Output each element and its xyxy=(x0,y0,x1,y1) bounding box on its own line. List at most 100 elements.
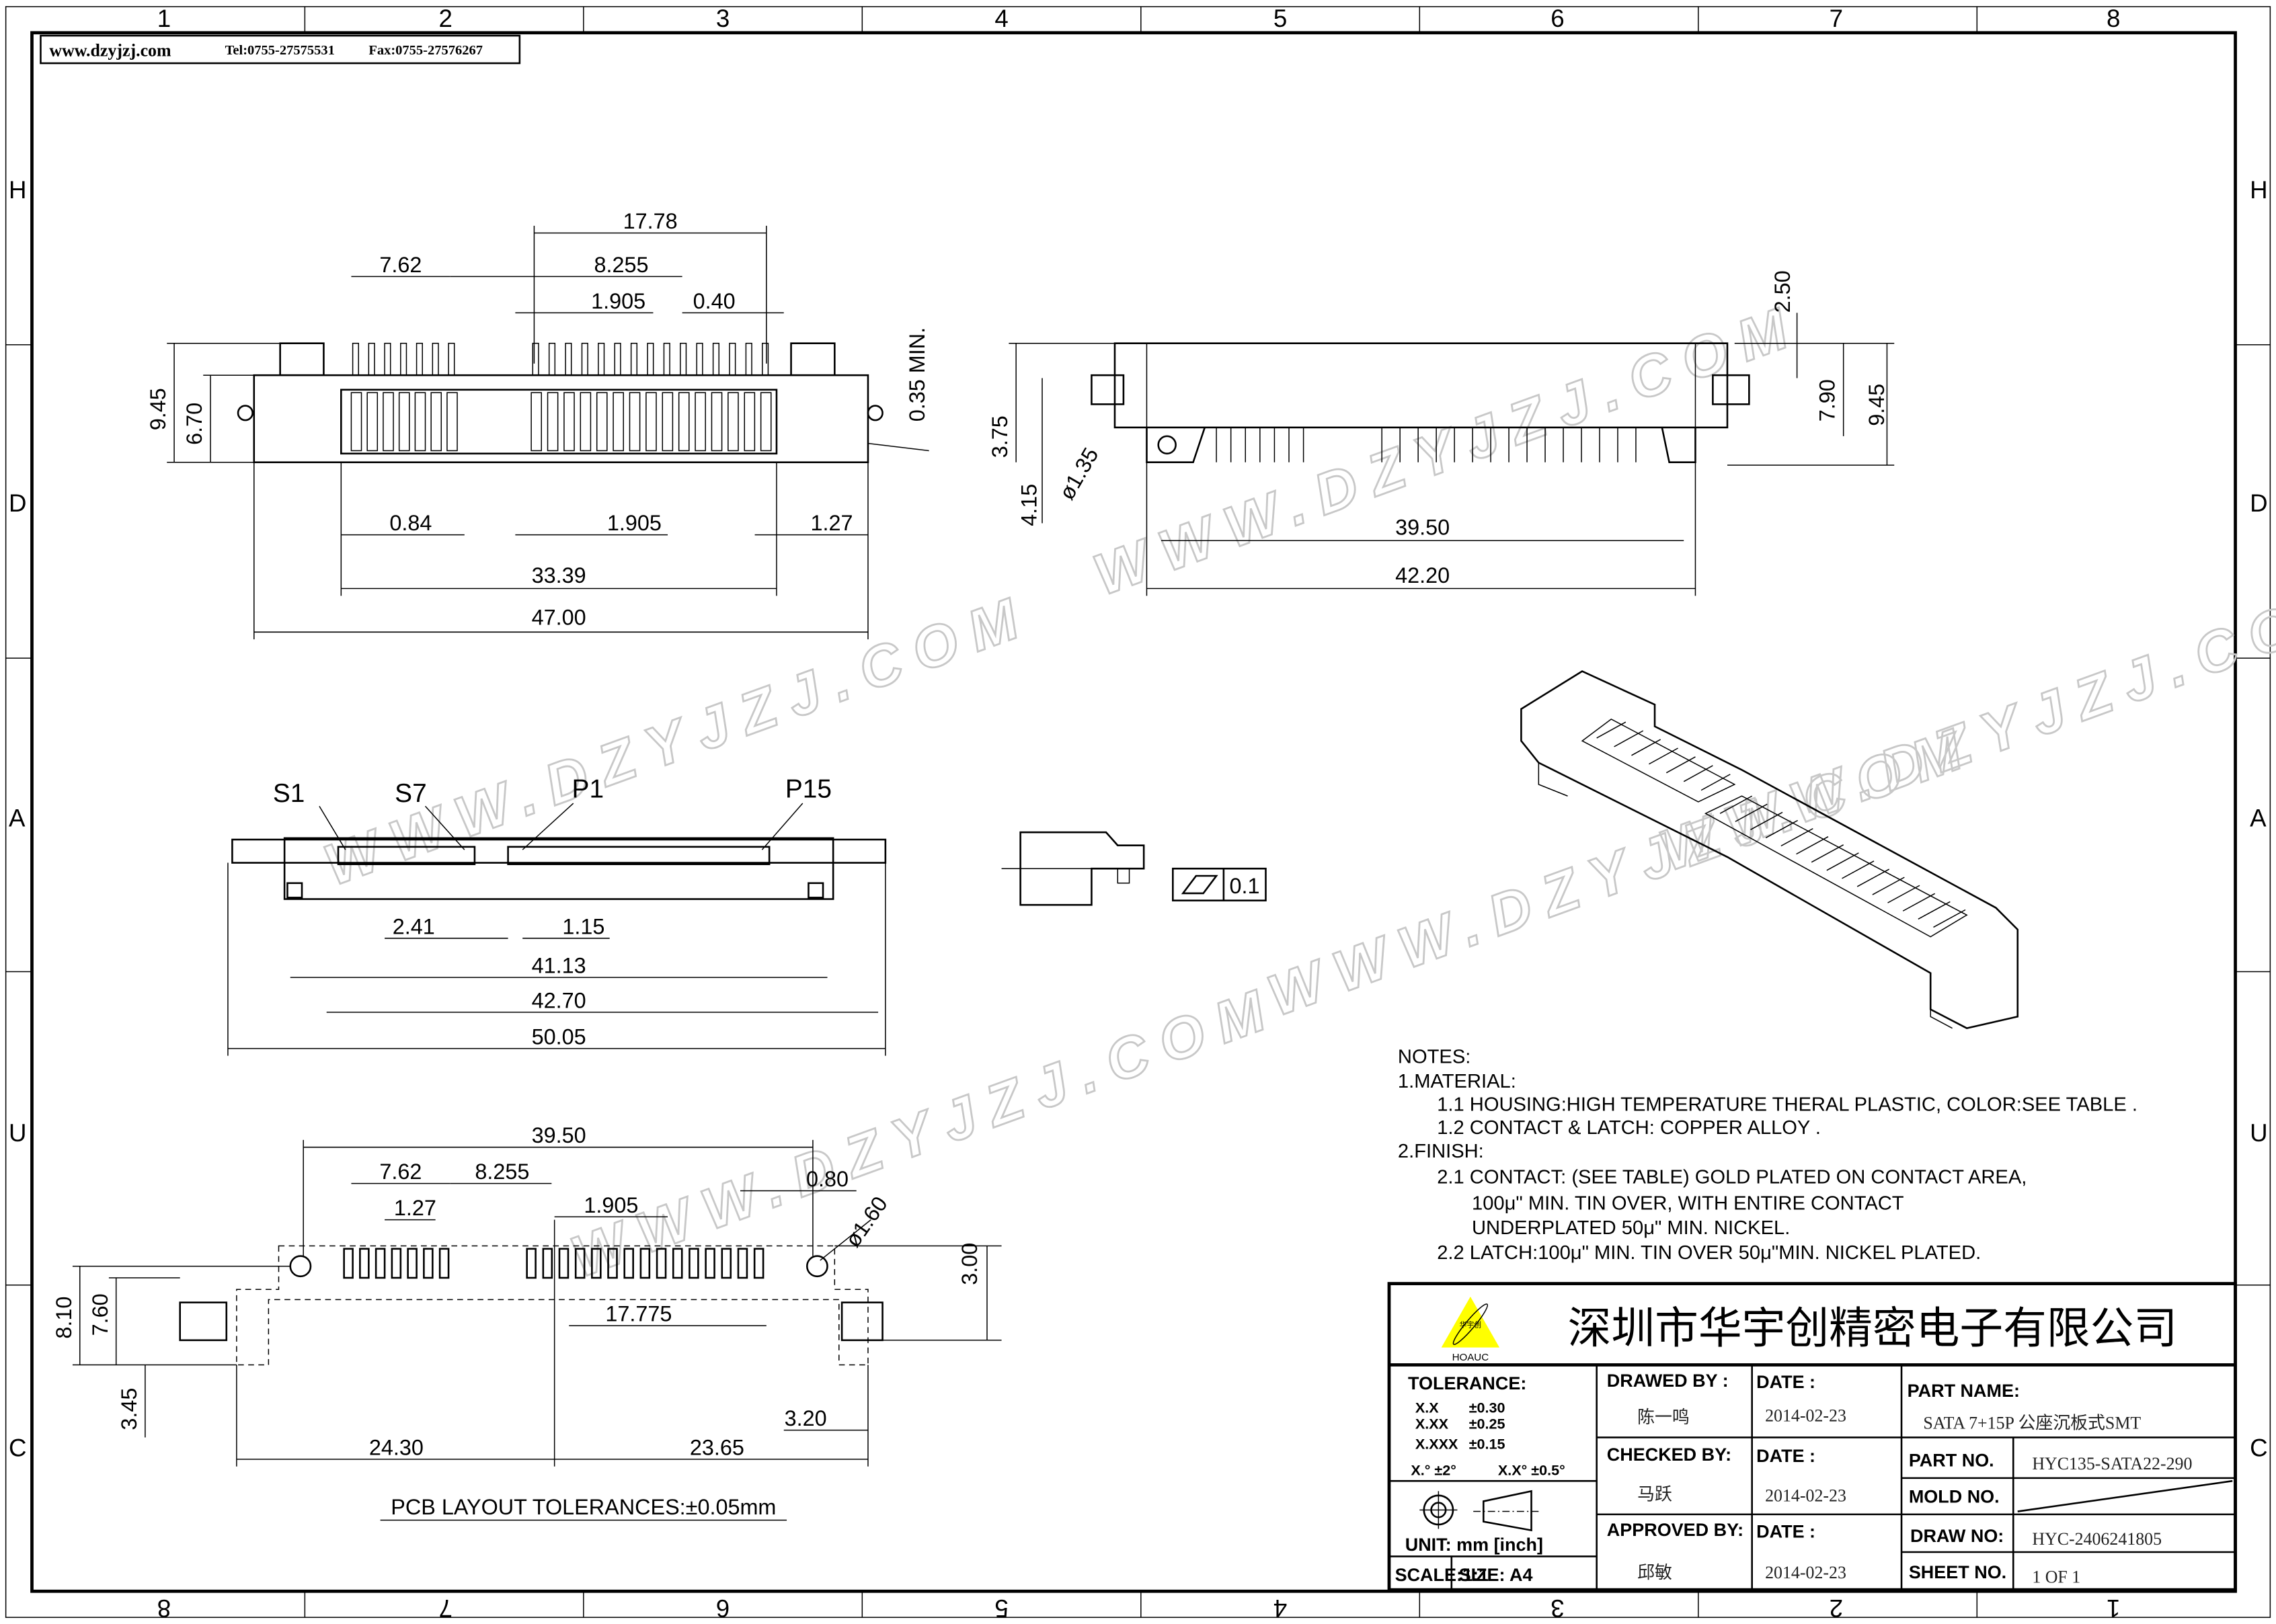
contact xyxy=(678,392,690,452)
iso-contact xyxy=(1780,827,1813,847)
grid-col: 7 xyxy=(439,1594,453,1622)
flatness-icon xyxy=(1181,875,1218,895)
pcb-pad xyxy=(343,1248,354,1279)
pin xyxy=(532,342,539,376)
dim-label: 3.45 xyxy=(117,1388,141,1430)
iso-contact xyxy=(1631,739,1661,756)
grid-row: C xyxy=(9,1434,26,1462)
pin xyxy=(630,342,638,376)
iso-contact xyxy=(1872,877,1905,895)
pin-label-s7: S7 xyxy=(395,779,427,808)
dim-label: 0.84 xyxy=(389,511,432,535)
latch-left xyxy=(279,342,325,376)
angle-tol: X.° ±2° xyxy=(1411,1462,1456,1479)
bv-power-slot xyxy=(507,846,771,866)
dim-label: 1.27 xyxy=(810,511,853,535)
date-label: DATE : xyxy=(1756,1372,1815,1392)
contact xyxy=(366,392,379,452)
dim-label: 17.78 xyxy=(623,209,678,233)
flatness-frame xyxy=(1172,867,1267,901)
approved-by-value: 邱敏 xyxy=(1637,1563,1672,1582)
part-no-label: PART NO. xyxy=(1909,1451,1994,1471)
dim-label: 7.62 xyxy=(379,253,422,277)
dim-label: ø1.35 xyxy=(1054,444,1103,504)
part-name-label: PART NAME: xyxy=(1908,1381,2020,1401)
dim-label: 4.15 xyxy=(1017,484,1041,526)
dim-label: 24.30 xyxy=(369,1435,424,1459)
pcb-pad xyxy=(558,1248,570,1279)
pcb-pad xyxy=(656,1248,667,1279)
outer-frame xyxy=(5,6,2271,1618)
front-view: 17.78 7.62 8.255 1.905 0.40 0.35 MIN. 9.… xyxy=(146,209,929,640)
unit-label: UNIT: mm [inch] xyxy=(1405,1535,1543,1555)
dim-label: 39.50 xyxy=(532,1123,586,1147)
dim-label: 2.41 xyxy=(393,914,435,938)
fax-text: Fax:0755-27576267 xyxy=(368,43,483,58)
pin xyxy=(400,342,407,376)
tol-key: X.X xyxy=(1415,1399,1439,1416)
pin-label-s1: S1 xyxy=(273,779,305,808)
mold-no-label: MOLD NO. xyxy=(1909,1487,2000,1507)
pcb-hole-left xyxy=(289,1255,312,1278)
grid-col: 1 xyxy=(157,5,171,32)
grid-col: 4 xyxy=(1273,1594,1287,1622)
sheet-no-value: 1 OF 1 xyxy=(2032,1567,2080,1586)
housing-outline xyxy=(253,374,869,464)
contact xyxy=(613,392,624,452)
grid-col: 2 xyxy=(439,5,453,32)
company-logo: 华宇创 HOAUC xyxy=(1441,1297,1500,1363)
notes: NOTES: 1.MATERIAL: 1.1 HOUSING:HIGH TEMP… xyxy=(1398,1046,2137,1263)
sheet-no-label: SHEET NO. xyxy=(1909,1562,2006,1582)
scale-label: SCALE:1:1 xyxy=(1395,1565,1489,1585)
note-line: 2.1 CONTACT: (SEE TABLE) GOLD PLATED ON … xyxy=(1437,1167,2027,1188)
pcb-pad xyxy=(574,1248,586,1279)
pcb-outline xyxy=(236,1245,869,1366)
draw-no-label: DRAW NO: xyxy=(1910,1526,2004,1546)
dim-label: 3.20 xyxy=(785,1406,827,1430)
dim-label: 3.75 xyxy=(988,415,1012,458)
grid-ticks xyxy=(5,6,2271,1618)
leader-line xyxy=(761,803,803,850)
checked-by-value: 马跃 xyxy=(1637,1484,1672,1504)
contact xyxy=(446,392,458,452)
pcb-hole-right xyxy=(806,1255,828,1278)
pin xyxy=(548,342,556,376)
contact xyxy=(744,392,756,452)
tol-key: X.XXX xyxy=(1415,1436,1458,1453)
contact xyxy=(728,392,739,452)
mold-no-strike xyxy=(2017,1479,2233,1512)
iso-slot-power xyxy=(1704,795,1968,938)
dim-label: 7.60 xyxy=(88,1293,112,1336)
pcb-pad xyxy=(407,1248,418,1279)
pin xyxy=(696,342,703,376)
pin xyxy=(384,342,391,376)
dim-label: 1.27 xyxy=(394,1196,436,1220)
watermark-text: WWW.DZYJZJ.COM xyxy=(1651,567,2276,883)
side-housing xyxy=(1113,342,1729,429)
dim-label: 2.50 xyxy=(1770,270,1795,313)
iso-contact xyxy=(1735,803,1768,822)
approved-by-label: APPROVED BY: xyxy=(1607,1520,1743,1540)
pin xyxy=(680,342,687,376)
title-block: 华宇创 HOAUC 深圳市华宇创精密电子有限公司 TOLERANCE: X.X … xyxy=(1387,1282,2237,1592)
pcb-pad xyxy=(391,1248,402,1279)
pcb-pad xyxy=(639,1248,651,1279)
pcb-pad xyxy=(623,1248,634,1279)
iso-contact xyxy=(1750,811,1783,831)
iso-contact xyxy=(1856,868,1890,887)
contact xyxy=(398,392,410,452)
pin xyxy=(614,342,621,376)
pin xyxy=(368,342,375,376)
tol-value: ±0.30 xyxy=(1469,1399,1505,1416)
contact xyxy=(695,392,706,452)
dim-label: 7.62 xyxy=(379,1160,422,1184)
iso-contact xyxy=(1700,774,1731,791)
pcb-pad xyxy=(689,1248,699,1279)
contact xyxy=(383,392,394,452)
grid-col: 6 xyxy=(1551,5,1564,32)
size-label: SIZE: A4 xyxy=(1459,1565,1533,1585)
contact xyxy=(350,392,362,452)
dim-label: 8.10 xyxy=(52,1297,76,1339)
angle-tol: X.X° ±0.5° xyxy=(1498,1462,1565,1479)
header-contact: www.dzyjzj.com Tel:0755-27575531 Fax:075… xyxy=(40,34,521,65)
